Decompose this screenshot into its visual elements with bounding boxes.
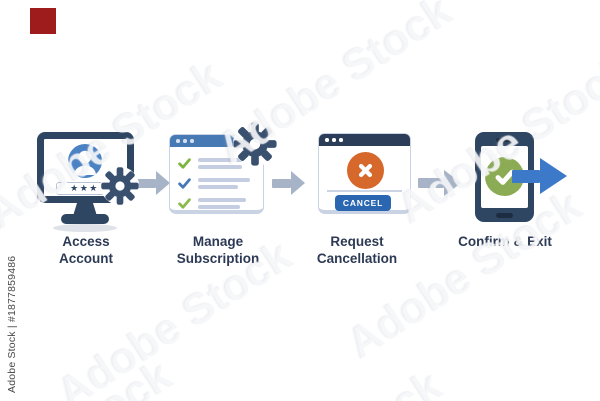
settings-gear-icon xyxy=(232,121,278,167)
flow-arrow xyxy=(272,171,305,195)
arrow-shaft xyxy=(272,178,291,188)
step-label-line: Account xyxy=(59,251,113,266)
password-mask: ★★★ xyxy=(70,182,99,193)
arrow-head xyxy=(444,170,461,196)
step-label-line: Access xyxy=(62,234,110,249)
monitor-shadow xyxy=(53,224,117,232)
arrow-head xyxy=(291,171,305,195)
monitor-stand xyxy=(73,202,97,216)
cancel-x-icon xyxy=(347,152,384,189)
list-item xyxy=(177,193,255,213)
step-label-request-cancellation: Request Cancellation xyxy=(292,233,422,267)
divider xyxy=(327,190,402,192)
flow-arrow xyxy=(418,170,461,196)
window-dot-icon xyxy=(339,138,343,142)
step-label-line: Manage xyxy=(192,234,244,249)
phone-speaker xyxy=(496,138,513,142)
stock-id-watermark: Adobe Stock | #1877859486 xyxy=(6,255,18,393)
step-label-confirm-exit: Confirm & Exit xyxy=(440,233,570,250)
adobe-stock-watermark: Adobe Stock xyxy=(438,361,600,401)
adobe-stock-watermark: Adobe Stock xyxy=(0,351,181,401)
user-avatar-icon xyxy=(68,144,102,178)
arrow-shaft xyxy=(512,169,540,183)
text-lines xyxy=(198,157,250,169)
step-label-line: Subscription xyxy=(176,251,260,266)
window-dot-icon xyxy=(190,139,194,143)
step-label-line: Confirm & Exit xyxy=(458,234,552,249)
step-label-line: Request xyxy=(330,234,384,249)
exit-arrow xyxy=(512,158,567,194)
flow-arrow xyxy=(137,171,170,195)
arrow-shaft xyxy=(137,178,156,188)
check-icon xyxy=(178,157,191,169)
arrow-head xyxy=(540,158,567,194)
window-dot-icon xyxy=(325,138,329,142)
monitor-base xyxy=(61,214,109,224)
arrow-shaft xyxy=(418,178,444,188)
phone-home-button xyxy=(496,213,513,218)
settings-gear-icon xyxy=(100,166,140,206)
window-titlebar xyxy=(319,134,410,146)
step-label-access-account: Access Account xyxy=(36,233,136,267)
list-item xyxy=(177,153,255,173)
check-icon xyxy=(178,177,191,189)
check-icon xyxy=(178,197,191,209)
text-lines xyxy=(198,177,250,189)
text-lines xyxy=(198,197,246,209)
step-label-line: Cancellation xyxy=(316,251,398,266)
cancel-button: CANCEL xyxy=(335,195,391,211)
browser-window: CANCEL xyxy=(318,133,411,214)
smartphone-illustration xyxy=(475,132,534,222)
list-item xyxy=(177,173,255,193)
window-dot-icon xyxy=(332,138,336,142)
red-corner-marker xyxy=(30,8,56,34)
subscription-list xyxy=(170,147,263,213)
window-dot-icon xyxy=(183,139,187,143)
arrow-head xyxy=(156,171,170,195)
step-label-manage-subscription: Manage Subscription xyxy=(158,233,278,267)
window-dot-icon xyxy=(176,139,180,143)
adobe-stock-watermark: Adobe Stock xyxy=(198,361,451,401)
